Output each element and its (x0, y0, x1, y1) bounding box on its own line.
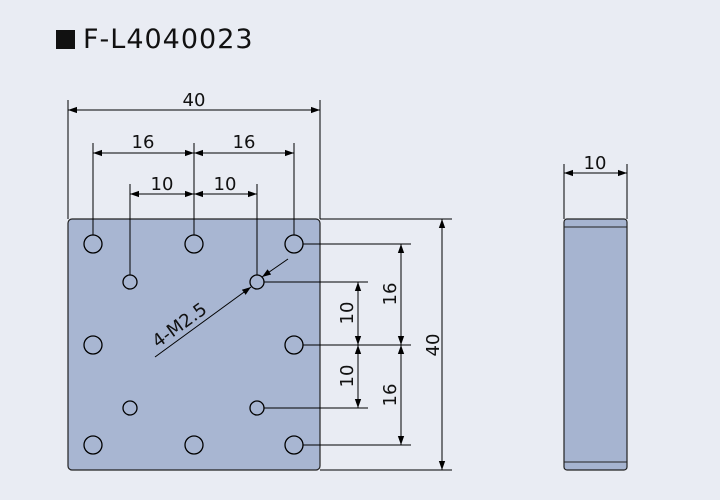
dim-label-pitch-outer-right: 16 (233, 132, 256, 153)
hole-large (83, 435, 103, 455)
hole-small (122, 400, 138, 416)
dim-label-pitch-right-upper: 16 (380, 283, 401, 306)
dim-label-overall-width: 40 (183, 90, 206, 111)
dim-label-pitch-inner-right: 10 (214, 174, 237, 195)
dim-label-pitch-outer-left: 16 (132, 132, 155, 153)
dim-label-pitch-right-lower: 16 (380, 384, 401, 407)
model-number: F-L4040023 (83, 24, 254, 55)
extension-lines-right (264, 218, 452, 471)
dim-label-pitch-inner-lower: 10 (337, 365, 358, 388)
dim-label-thickness: 10 (584, 153, 607, 174)
hole-large (83, 335, 103, 355)
title-square-icon (56, 30, 75, 49)
plate-top-view (67, 218, 321, 471)
drawing-title: F-L4040023 (56, 24, 254, 55)
dim-label-pitch-inner-left: 10 (151, 174, 174, 195)
dim-label-pitch-inner-upper: 10 (337, 302, 358, 325)
plate-side-view (563, 218, 628, 471)
callout-leader-tail (261, 258, 289, 278)
hole-large (184, 435, 204, 455)
dim-label-overall-height: 40 (423, 334, 444, 357)
callout-leader (154, 286, 252, 358)
extension-lines-top (67, 100, 321, 275)
